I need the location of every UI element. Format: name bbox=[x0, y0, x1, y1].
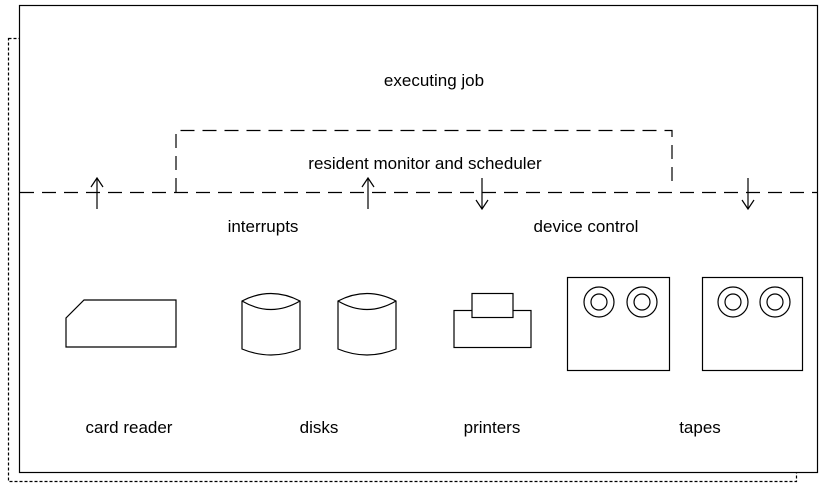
printer-icon bbox=[453, 292, 532, 349]
system-frame bbox=[18, 4, 819, 474]
down-arrow-icon bbox=[475, 178, 489, 211]
up-arrow-icon bbox=[90, 176, 104, 209]
disk-icon bbox=[337, 292, 397, 356]
printers-label: printers bbox=[464, 418, 521, 437]
up-arrow-icon bbox=[361, 176, 375, 209]
tape-drive-icon bbox=[701, 276, 804, 372]
card-reader-label: card reader bbox=[86, 418, 173, 437]
resident-monitor-label: resident monitor and scheduler bbox=[308, 154, 542, 173]
executing-job-label: executing job bbox=[384, 71, 484, 90]
device-control-label: device control bbox=[534, 217, 639, 236]
disks-label: disks bbox=[300, 418, 339, 437]
disk-icon bbox=[241, 292, 301, 356]
interrupts-label: interrupts bbox=[228, 217, 299, 236]
resident-monitor-box bbox=[175, 129, 673, 192]
tape-drive-icon bbox=[566, 276, 671, 372]
down-arrow-icon bbox=[741, 178, 755, 211]
outer-dashed-frame bbox=[7, 37, 798, 483]
card-reader-icon bbox=[65, 299, 177, 348]
tapes-label: tapes bbox=[679, 418, 721, 437]
